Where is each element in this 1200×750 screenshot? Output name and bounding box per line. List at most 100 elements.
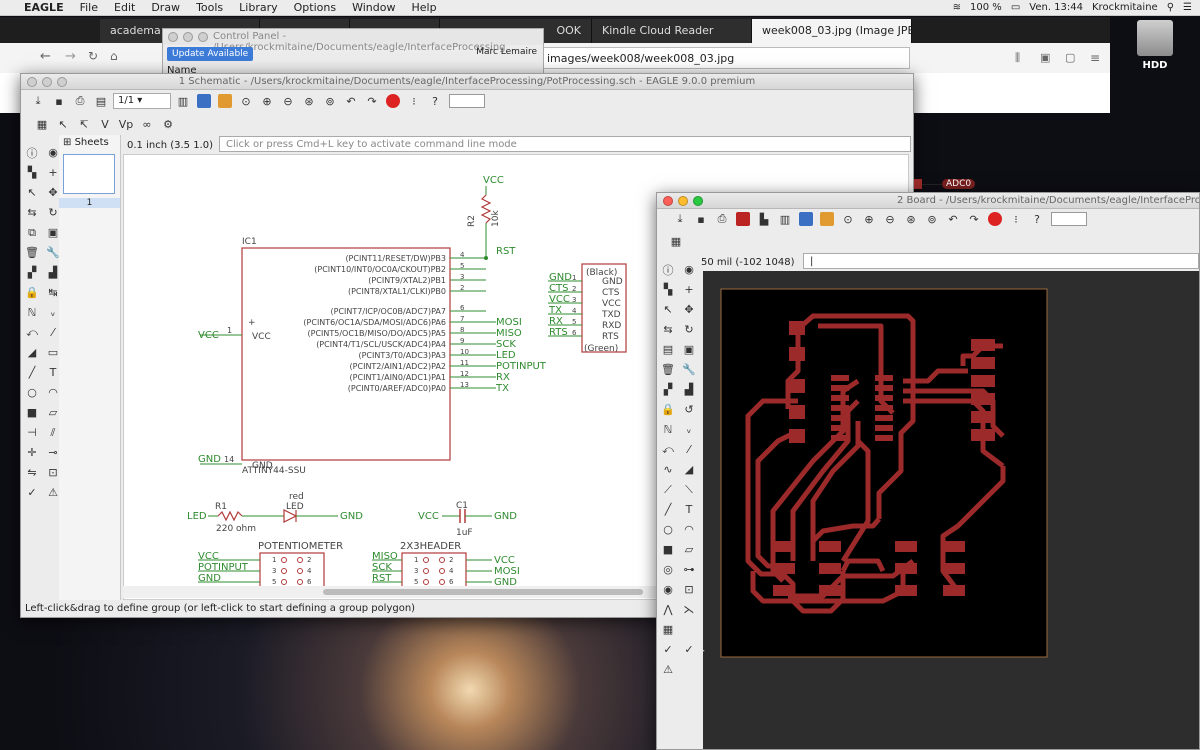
hamburger-icon[interactable]: ≡ — [1090, 51, 1101, 65]
ripup-icon[interactable]: ↺ — [684, 403, 694, 416]
led-symbol[interactable] — [283, 509, 298, 523]
info-icon[interactable]: ⓘ — [26, 146, 38, 160]
url-bar[interactable]: images/week008/week008_03.jpg — [540, 47, 910, 69]
r1-symbol[interactable] — [217, 510, 243, 522]
ulp-icon[interactable]: ▥ — [177, 94, 189, 108]
rotate-icon[interactable]: ↻ — [684, 323, 694, 336]
zoom-button[interactable] — [57, 77, 67, 87]
menu-list-icon[interactable]: ☰ — [1183, 2, 1192, 13]
print-icon[interactable]: ⎙ — [75, 94, 85, 107]
delete-icon[interactable]: 🗑 — [25, 246, 39, 259]
close-button[interactable] — [27, 77, 37, 87]
paste-icon[interactable]: ▣ — [47, 226, 59, 239]
design-link-icon[interactable] — [447, 92, 487, 110]
bus-icon[interactable]: ⫽ — [50, 425, 56, 439]
attribute-icon[interactable]: ⊡ — [684, 583, 694, 596]
wire-icon[interactable]: ╱ — [28, 366, 36, 379]
update-available-button[interactable]: Update Available — [167, 47, 254, 61]
rect-icon[interactable]: ■ — [26, 406, 38, 419]
junction-icon[interactable]: ✛ — [27, 446, 37, 459]
name-icon[interactable]: ℕ — [27, 306, 37, 319]
gate-swap-icon[interactable]: ↹ — [48, 286, 58, 299]
move-icon[interactable]: ↖ — [27, 186, 37, 199]
menu-draw[interactable]: Draw — [151, 1, 181, 14]
menu-window[interactable]: Window — [352, 1, 396, 14]
move-icon[interactable]: ↖ — [663, 303, 673, 316]
minimize-button[interactable] — [678, 196, 688, 206]
stop-icon[interactable] — [384, 92, 402, 110]
rect-icon[interactable]: ■ — [662, 543, 674, 556]
schematic-hscroll-thumb[interactable] — [323, 589, 643, 595]
split-icon[interactable]: ⁄ — [52, 326, 54, 339]
battery-percent[interactable]: 100 % — [970, 2, 1002, 13]
menu-tools[interactable]: Tools — [196, 1, 224, 14]
info-icon[interactable]: ⓘ — [662, 263, 674, 277]
cam-icon[interactable] — [734, 210, 752, 228]
wrench-icon[interactable]: 🔧 — [46, 246, 60, 259]
close-button[interactable] — [168, 32, 178, 42]
display-layers-icon[interactable]: ▚ — [27, 166, 37, 179]
split-icon[interactable]: ⁄ — [688, 443, 690, 456]
erc-icon[interactable]: ✓ — [663, 643, 673, 656]
zoom-out-icon[interactable]: ⊖ — [885, 212, 895, 226]
link-icon[interactable]: ∞ — [142, 117, 152, 131]
scr-icon[interactable] — [797, 210, 815, 228]
search-icon[interactable]: ⚲ — [1166, 2, 1175, 13]
polygon-icon[interactable]: ▱ — [48, 406, 58, 419]
zoom-out-icon[interactable]: ⊖ — [283, 94, 293, 108]
redo-icon[interactable]: ↷ — [367, 94, 377, 108]
board-traces[interactable] — [745, 313, 1006, 614]
autorouter-icon[interactable]: ⋋ — [683, 603, 695, 616]
polygon-icon[interactable]: ▱ — [684, 543, 694, 556]
name-column-header[interactable]: Name — [167, 65, 197, 76]
move-cross-icon[interactable]: ✥ — [684, 303, 694, 316]
library-icon[interactable]: ⫼ — [1015, 51, 1021, 64]
board-command-line-input[interactable]: | — [803, 253, 1199, 269]
move-cross-icon[interactable]: ✥ — [48, 186, 58, 199]
extension-icon[interactable]: ▢ — [1065, 51, 1076, 64]
value-tool-icon[interactable]: ᵥ — [686, 423, 692, 436]
menu-library[interactable]: Library — [239, 1, 278, 14]
mirror-icon[interactable]: ⇆ — [27, 206, 37, 219]
menu-edit[interactable]: Edit — [114, 1, 136, 14]
zoom-redraw-icon[interactable]: ⊛ — [906, 212, 916, 226]
circle-icon[interactable]: ○ — [663, 523, 673, 536]
back-icon[interactable]: ← — [40, 49, 51, 64]
wrench-icon[interactable]: 🔧 — [682, 363, 696, 376]
sheets-toggle-icon[interactable]: ⊞ — [63, 137, 72, 148]
sheet-number[interactable]: 1 — [59, 198, 120, 208]
help-icon[interactable]: ? — [1034, 212, 1040, 226]
zoom-in-icon[interactable]: ⊕ — [262, 94, 272, 108]
zoom-area-icon[interactable]: ⊚ — [927, 212, 937, 226]
show-icon[interactable]: ◉ — [48, 146, 58, 159]
arc-icon[interactable]: ◠ — [684, 523, 694, 536]
battery-icon[interactable]: ▭ — [1010, 2, 1021, 13]
mark-icon[interactable]: + — [48, 166, 58, 179]
align-icon[interactable]: ▤ — [662, 343, 674, 356]
sheet-thumbnail[interactable] — [63, 154, 115, 194]
factory-icon[interactable]: ▙ — [759, 212, 769, 226]
browser-tab-kindle[interactable]: Kindle Cloud Reader — [592, 19, 752, 43]
menu-file[interactable]: File — [79, 1, 99, 14]
help-icon[interactable]: ? — [432, 94, 438, 108]
forward-icon[interactable]: → — [65, 49, 76, 64]
copy-icon[interactable]: ⧉ — [28, 225, 36, 239]
errors-icon[interactable]: ⚠ — [48, 486, 58, 499]
command-line-input[interactable]: Click or press Cmd+L key to activate com… — [219, 136, 911, 152]
zoom-area-icon[interactable]: ⊚ — [325, 94, 335, 108]
meander-icon[interactable]: ∿ — [663, 463, 673, 476]
rotate-icon[interactable]: ↻ — [48, 206, 58, 219]
text-icon[interactable]: T — [685, 503, 693, 516]
undo-icon[interactable]: ↶ — [948, 212, 958, 226]
menu-options[interactable]: Options — [293, 1, 337, 14]
ulp-icon[interactable]: ▥ — [779, 212, 791, 226]
ic1-body[interactable] — [241, 247, 451, 461]
zoom-redraw-icon[interactable]: ⊛ — [304, 94, 314, 108]
move-tool-icon[interactable]: ↖ — [58, 117, 68, 131]
clock[interactable]: Ven. 13:44 — [1029, 2, 1083, 13]
save-icon[interactable]: ▪ — [55, 94, 63, 108]
attribute-icon[interactable]: ⊡ — [48, 466, 58, 479]
net-icon[interactable]: ⊣ — [27, 426, 37, 439]
zoom-fit-icon[interactable]: ⊙ — [241, 94, 251, 108]
route-multi-icon[interactable]: ⟍ — [685, 482, 693, 496]
